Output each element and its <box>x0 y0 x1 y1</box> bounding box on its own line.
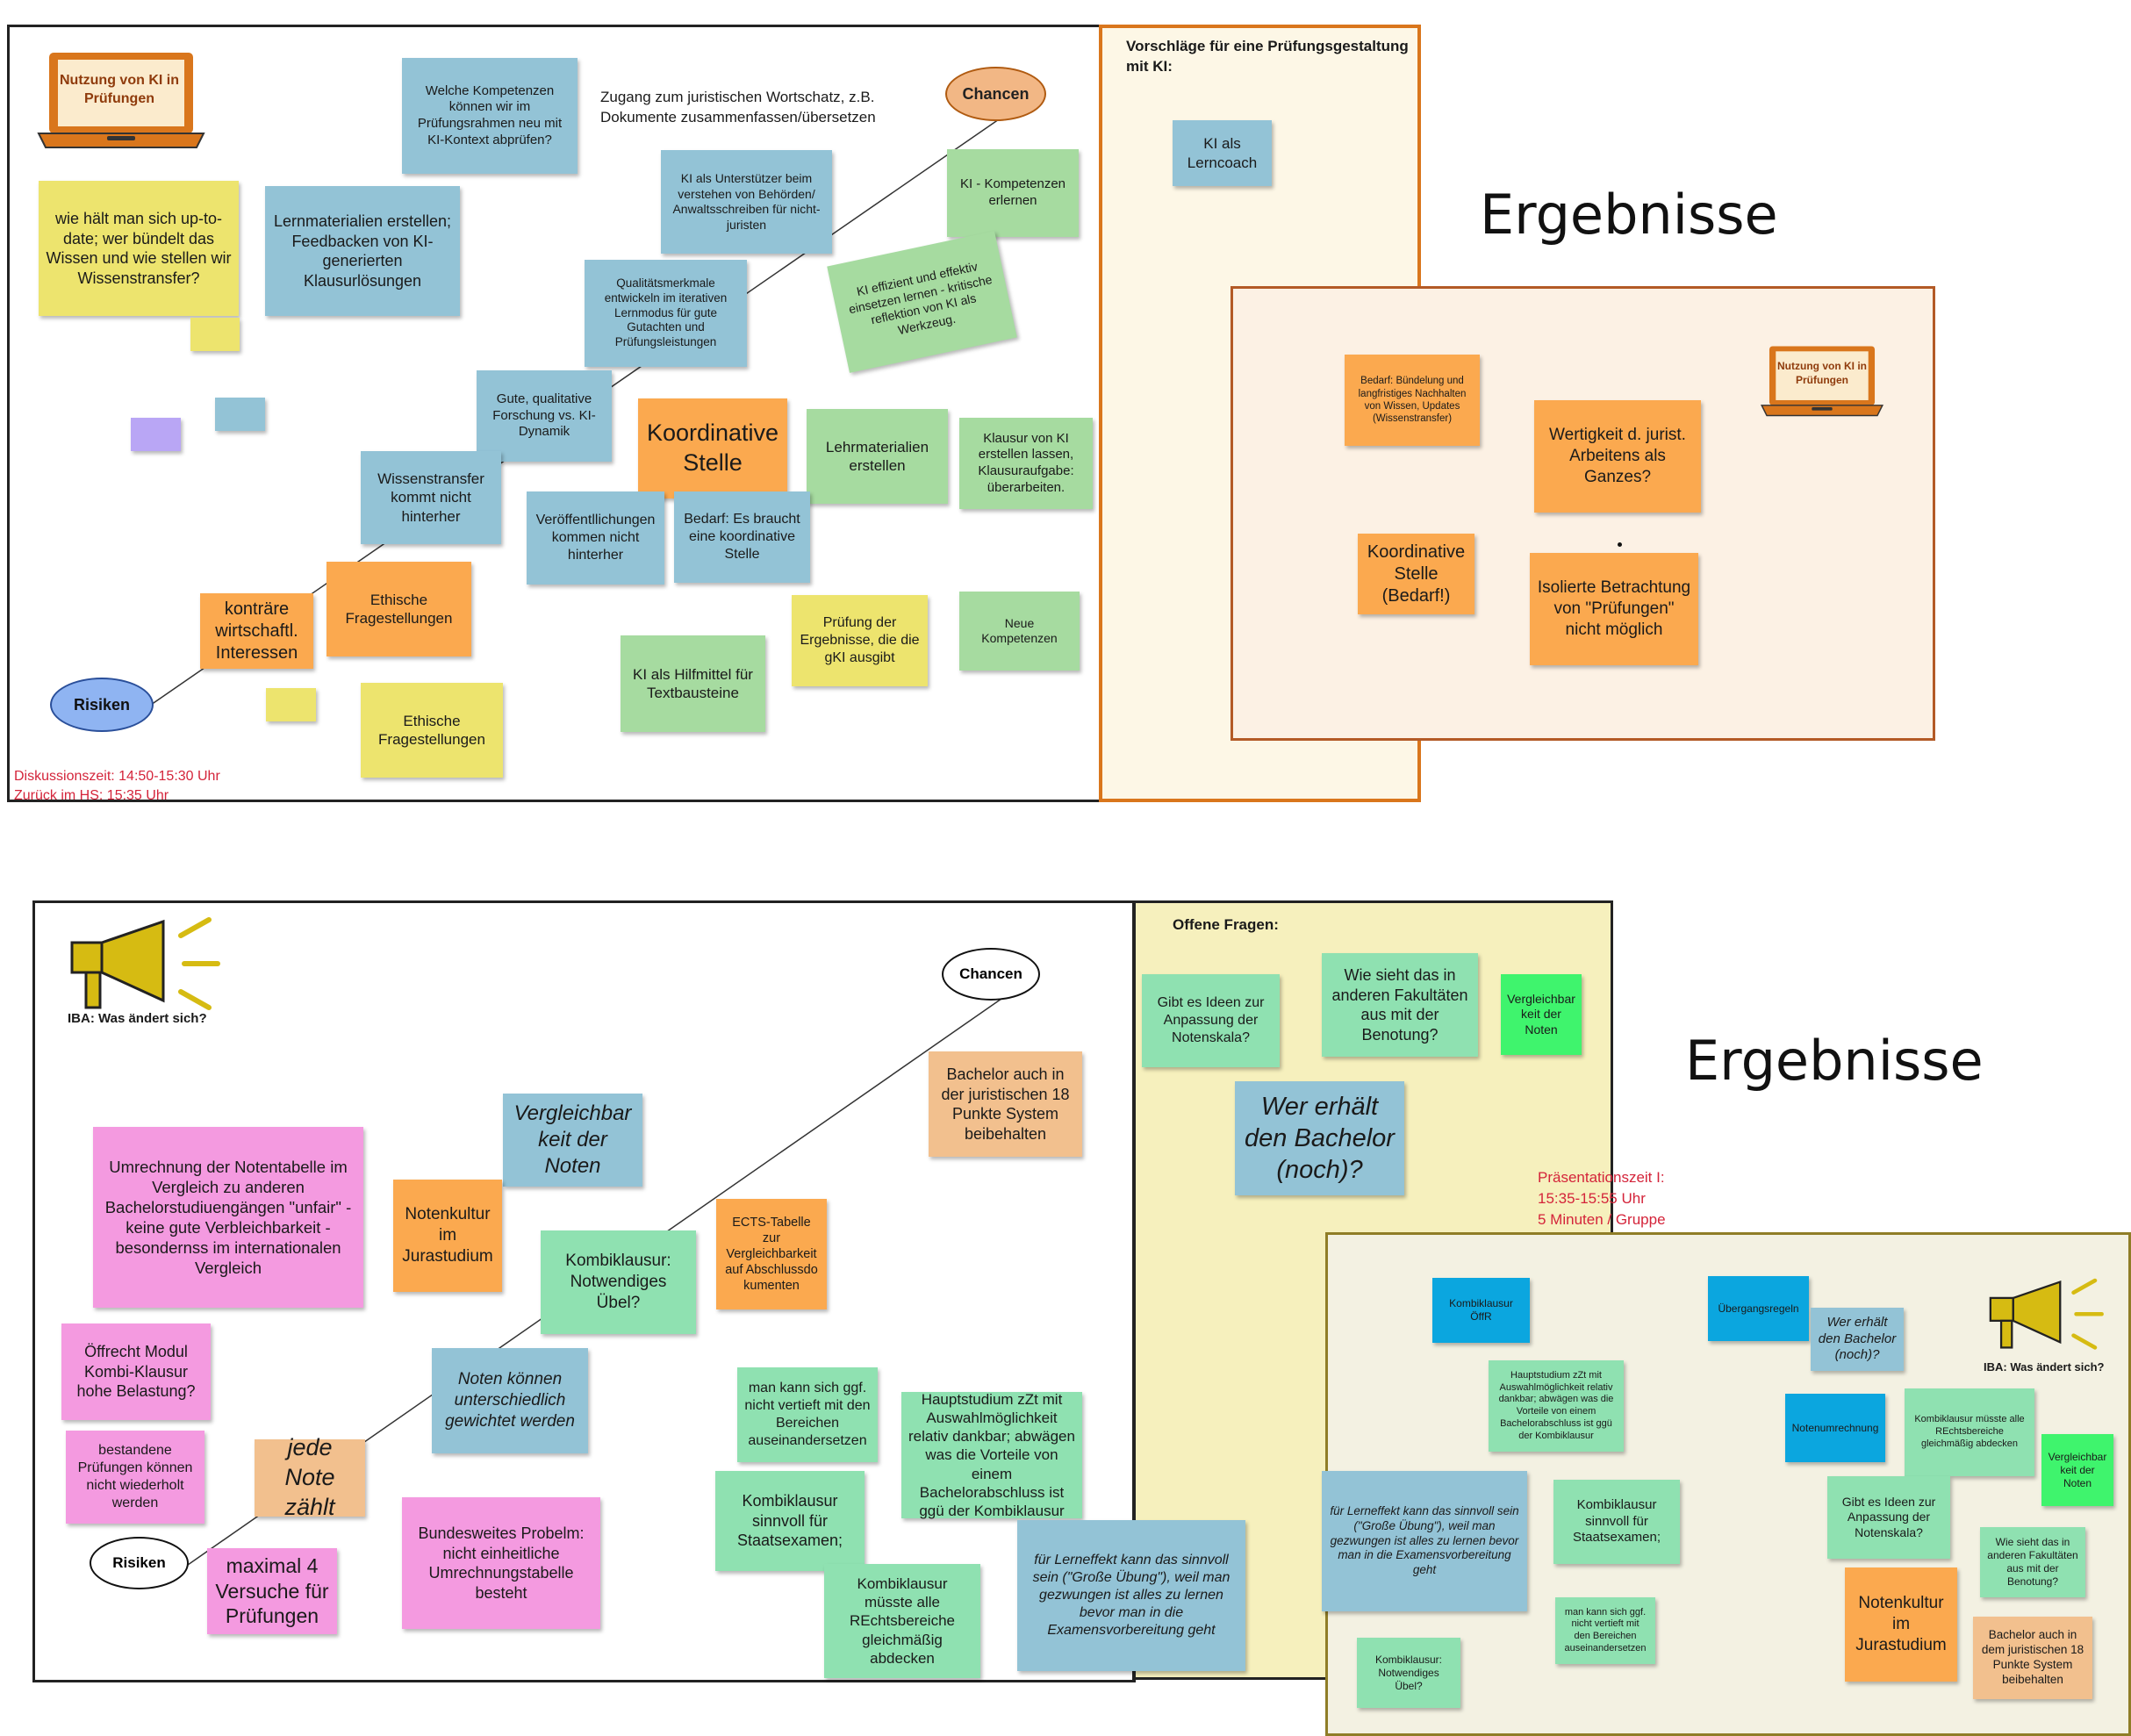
ergebnisse-title-2: Ergebnisse <box>1685 1029 1984 1093</box>
note-qualitaetsmerkmale[interactable]: Qualitätsmerkmale entwickeln im iterativ… <box>585 260 747 367</box>
note-nicht-vertieft-small[interactable]: man kann sich ggf. nicht vertieft mit de… <box>1555 1597 1655 1664</box>
note-wertigkeit[interactable]: Wertigkeit d. jurist. Arbeitens als Ganz… <box>1534 400 1701 513</box>
note-small-yellow-2[interactable] <box>266 688 316 721</box>
note-hauptstudium[interactable]: Hauptstudium zZt mit Auswahlmöglichkeit … <box>901 1391 1082 1519</box>
note-kombi-alle-bereiche[interactable]: Kombiklausur müsste alle REchtsbereiche … <box>824 1564 980 1678</box>
note-ideen-notenskala-small[interactable]: Gibt es Ideen zur Anpassung der Notenska… <box>1827 1476 1950 1559</box>
laptop-icon <box>37 51 205 149</box>
note-maximal[interactable]: maximal 4 Versuche für Prüfungen <box>207 1548 337 1634</box>
note-ethische-1[interactable]: Ethische Fragestellungen <box>326 562 471 656</box>
note-kombiklausur-uebel[interactable]: Kombiklausur: Notwendiges Übel? <box>541 1230 696 1334</box>
note-bestandene[interactable]: bestandene Prüfungen können nicht wieder… <box>66 1431 204 1524</box>
note-umrechnung[interactable]: Umrechnung der Notentabelle im Vergleich… <box>93 1127 363 1308</box>
note-vergleichbarkeit[interactable]: Vergleichbar keit der Noten <box>503 1094 642 1187</box>
iba-label-small: IBA: Was ändert sich? <box>1984 1360 2105 1374</box>
note-klausur-von-ki[interactable]: Klausur von KI erstellen lassen, Klausur… <box>959 418 1093 509</box>
note-ki-hilfmittel[interactable]: KI als Hilfmittel für Textbausteine <box>621 635 765 732</box>
note-noten-gewichtet[interactable]: Noten können unterschiedlich gewichtet w… <box>432 1348 588 1453</box>
note-kombi-uebel-small[interactable]: Kombiklausur: Notwendiges Übel? <box>1357 1638 1460 1708</box>
note-ethische-2[interactable]: Ethische Fragestellungen <box>361 683 503 778</box>
note-lernmaterialien-feedback[interactable]: Lernmaterialien erstellen; Feedbacken vo… <box>265 186 460 316</box>
note-ki-kompetenzen[interactable]: KI - Kompetenzen erlernen <box>947 149 1079 237</box>
note-unterstuetzer[interactable]: KI als Unterstützer beim verstehen von B… <box>661 150 832 254</box>
note-bundesweit[interactable]: Bundesweites Probelm: nicht einheitliche… <box>402 1497 600 1629</box>
time-note-1: Diskussionszeit: 14:50-15:30 Uhr <box>14 769 220 784</box>
note-koordinative-stelle[interactable]: Koordinative Stelle <box>638 398 787 499</box>
note-bachelor-18-small[interactable]: Bachelor auch in dem juristischen 18 Pun… <box>1973 1617 2092 1699</box>
note-vergleichbar-small[interactable]: Vergleichbar keit der Noten <box>2041 1434 2113 1506</box>
wortschatz-text: Zugang zum juristischen Wortschatz, z.B.… <box>600 89 876 126</box>
board2-frame <box>32 900 1136 1682</box>
note-pruefung-ergebnisse[interactable]: Prüfung der Ergebnisse, die die gKI ausg… <box>792 595 928 686</box>
note-uebergangsregeln[interactable]: Übergangsregeln <box>1708 1276 1809 1341</box>
note-notenkultur[interactable]: Notenkultur im Jurastudium <box>393 1180 502 1292</box>
note-notenumrechnung[interactable]: Notenumrechnung <box>1785 1394 1885 1462</box>
note-bedarf-buendelung[interactable]: Bedarf: Bündelung und langfristiges Nach… <box>1345 355 1480 446</box>
note-vergleichbar-lime[interactable]: Vergleichbar keit der Noten <box>1501 974 1582 1055</box>
note-isolierte[interactable]: Isolierte Betrachtung von "Prüfungen" ni… <box>1530 553 1698 665</box>
note-gute-forschung[interactable]: Gute, qualitative Forschung vs. KI-Dynam… <box>477 370 612 462</box>
note-wer-erhaelt[interactable]: Wer erhält den Bachelor (noch)? <box>1235 1081 1404 1195</box>
praesentation-2: 15:35-15:55 Uhr <box>1538 1190 1646 1207</box>
note-kontraere[interactable]: konträre wirtschaftl. Interessen <box>200 593 313 669</box>
risiken-ellipse: Risiken <box>50 678 154 732</box>
note-small-purple[interactable] <box>131 418 181 451</box>
note-small-blue[interactable] <box>215 398 265 431</box>
megaphone-icon-small <box>1987 1278 2106 1352</box>
vorschlaege-title: Vorschläge für eine Prüfungsgestaltung m… <box>1126 38 1409 75</box>
note-lerneffekt-small[interactable]: für Lerneffekt kann das sinnvoll sein ("… <box>1322 1471 1527 1611</box>
note-wer-erhaelt-small[interactable]: Wer erhält den Bachelor (noch)? <box>1811 1308 1904 1371</box>
note-nicht-vertieft[interactable]: man kann sich ggf. nicht vertieft mit de… <box>737 1367 878 1462</box>
note-ideen-notenskala[interactable]: Gibt es Ideen zur Anpassung der Notenska… <box>1142 974 1280 1067</box>
logo-title-small: Nutzung von KI in Prüfungen <box>1777 360 1867 386</box>
note-koordinative-bedarf[interactable]: Koordinative Stelle (Bedarf!) <box>1358 534 1474 614</box>
note-oeffrecht[interactable]: Öffrecht Modul Kombi-Klausur hohe Belast… <box>61 1324 211 1420</box>
note-andere-fakultaeten[interactable]: Wie sieht das in anderen Fakultäten aus … <box>1322 953 1478 1057</box>
note-kompetenzen-abpruefen[interactable]: Welche Kompetenzen können wir im Prüfung… <box>402 58 578 174</box>
praesentation-1: Präsentationszeit I: <box>1538 1169 1665 1186</box>
note-neue-kompetenzen[interactable]: Neue Kompetenzen <box>959 592 1080 671</box>
note-kombi-alle-small[interactable]: Kombiklausur müsste alle REchtsbereiche … <box>1905 1388 2034 1476</box>
note-lerneffekt[interactable]: für Lerneffekt kann das sinnvoll sein ("… <box>1017 1520 1245 1671</box>
laptop-icon-small <box>1759 345 1885 417</box>
dot-marker <box>1618 542 1622 547</box>
risiken-ellipse-2: Risiken <box>90 1537 189 1589</box>
note-lerncoach[interactable]: KI als Lerncoach <box>1173 120 1272 186</box>
note-up-to-date[interactable]: wie hält man sich up-to-date; wer bündel… <box>39 181 239 316</box>
note-ects[interactable]: ECTS-Tabelle zur Vergleichbarkeit auf Ab… <box>716 1199 827 1309</box>
megaphone-icon <box>68 916 223 1013</box>
note-wissenstransfer[interactable]: Wissenstransfer kommt nicht hinterher <box>361 451 501 544</box>
note-andere-fakultaeten-small[interactable]: Wie sieht das in anderen Fakultäten aus … <box>1980 1527 2085 1597</box>
praesentation-3: 5 Minuten / Gruppe <box>1538 1211 1666 1228</box>
note-kombi-staatsexamen[interactable]: Kombiklausur sinnvoll für Staatsexamen; <box>715 1471 865 1571</box>
note-small-yellow-1[interactable] <box>190 318 240 351</box>
note-jede-note[interactable]: jede Note zählt <box>255 1434 365 1520</box>
chancen-ellipse-2: Chancen <box>942 948 1040 1001</box>
note-notenkultur-small[interactable]: Notenkultur im Jurastudium <box>1845 1567 1957 1682</box>
note-bachelor-18[interactable]: Bachelor auch in der juristischen 18 Pun… <box>929 1051 1082 1157</box>
ergebnisse-title-1: Ergebnisse <box>1480 183 1778 247</box>
iba-label: IBA: Was ändert sich? <box>68 1011 207 1026</box>
note-veroeffentlichungen[interactable]: Veröffentllichungen kommen nicht hinterh… <box>527 491 664 585</box>
logo-title: Nutzung von KI in Prüfungen <box>60 73 179 106</box>
note-hauptstudium-small[interactable]: Hauptstudium zZt mit Auswahlmöglichkeit … <box>1489 1360 1624 1452</box>
note-bedarf-koordinative[interactable]: Bedarf: Es braucht eine koordinative Ste… <box>674 491 810 583</box>
chancen-ellipse: Chancen <box>945 67 1046 121</box>
time-note-2: Zurück im HS: 15:35 Uhr <box>14 788 169 800</box>
note-kombi-staatsexamen-small[interactable]: Kombiklausur sinnvoll für Staatsexamen; <box>1553 1480 1680 1564</box>
offene-fragen-title: Offene Fragen: <box>1173 916 1279 933</box>
note-kombi-oeffr[interactable]: Kombiklausur ÖffR <box>1432 1278 1530 1343</box>
note-lehrmaterialien[interactable]: Lehrmaterialien erstellen <box>807 409 948 504</box>
